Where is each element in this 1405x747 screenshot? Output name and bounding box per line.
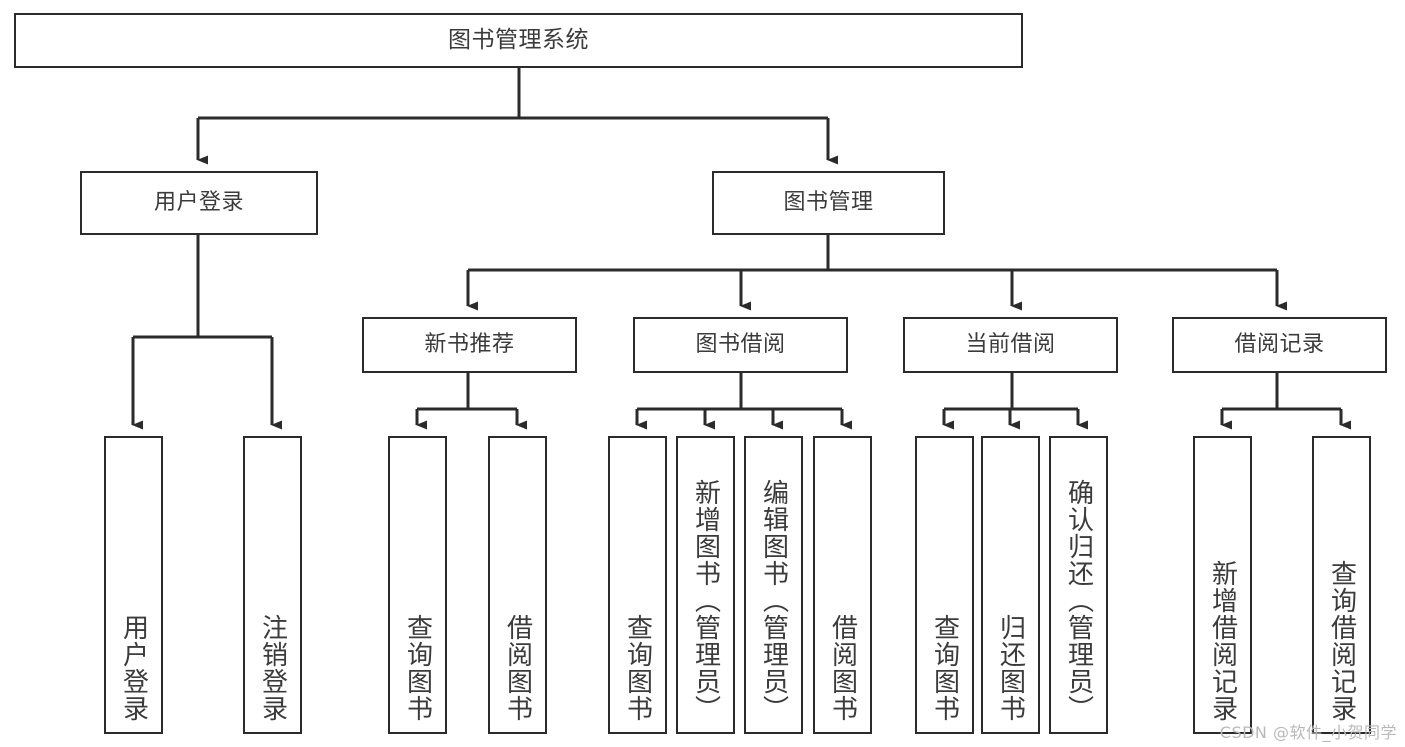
node-label: 图书管理 [783,189,874,215]
node-l4-d3[interactable]: 确认归还（管理员） [1049,436,1108,734]
node-label: 新增借阅记录 [1207,560,1238,722]
node-label: 当前借阅 [965,331,1056,357]
node-label: 图书管理系统 [448,26,589,53]
node-l4-c1[interactable]: 查询图书 [608,436,667,734]
node-l4-a2[interactable]: 注销登录 [243,436,302,734]
node-label: 确认归还（管理员） [1063,479,1094,722]
node-label: 归还图书 [995,614,1026,722]
node-label: 查询借阅记录 [1326,560,1357,722]
node-label: 查询图书 [929,614,960,722]
node-l4-a1[interactable]: 用户登录 [104,436,163,734]
node-l4-c4[interactable]: 借阅图书 [813,436,872,734]
node-label: 借阅图书 [502,614,533,722]
node-label: 借阅图书 [827,614,858,722]
node-label: 新增图书（管理员） [690,479,721,722]
node-l4-e2[interactable]: 查询借阅记录 [1312,436,1371,734]
node-label: 编辑图书（管理员） [758,479,789,722]
node-label: 查询图书 [622,614,653,722]
node-l4-d2[interactable]: 归还图书 [981,436,1040,734]
node-l4-b2[interactable]: 借阅图书 [488,436,547,734]
tree-edges [131,68,1351,430]
node-l2-books[interactable]: 图书管理 [712,171,945,235]
node-l4-d1[interactable]: 查询图书 [915,436,974,734]
node-label: 新书推荐 [424,331,515,357]
node-root[interactable]: 图书管理系统 [14,13,1023,68]
node-l2-login[interactable]: 用户登录 [80,171,318,235]
node-l4-c2[interactable]: 新增图书（管理员） [676,436,735,734]
watermark-text: CSDN @软件_小贺同学 [1219,723,1397,742]
node-l3-newbook[interactable]: 新书推荐 [362,317,577,373]
node-label: 用户登录 [118,614,149,722]
node-label: 图书借阅 [695,331,786,357]
node-l3-record[interactable]: 借阅记录 [1172,317,1387,373]
node-l3-current[interactable]: 当前借阅 [903,317,1118,373]
node-label: 注销登录 [257,614,288,722]
node-label: 用户登录 [153,189,244,215]
node-l3-borrow[interactable]: 图书借阅 [633,317,848,373]
node-l4-c3[interactable]: 编辑图书（管理员） [744,436,803,734]
node-label: 借阅记录 [1234,331,1325,357]
node-l4-b1[interactable]: 查询图书 [388,436,447,734]
node-l4-e1[interactable]: 新增借阅记录 [1193,436,1252,734]
node-label: 查询图书 [402,614,433,722]
